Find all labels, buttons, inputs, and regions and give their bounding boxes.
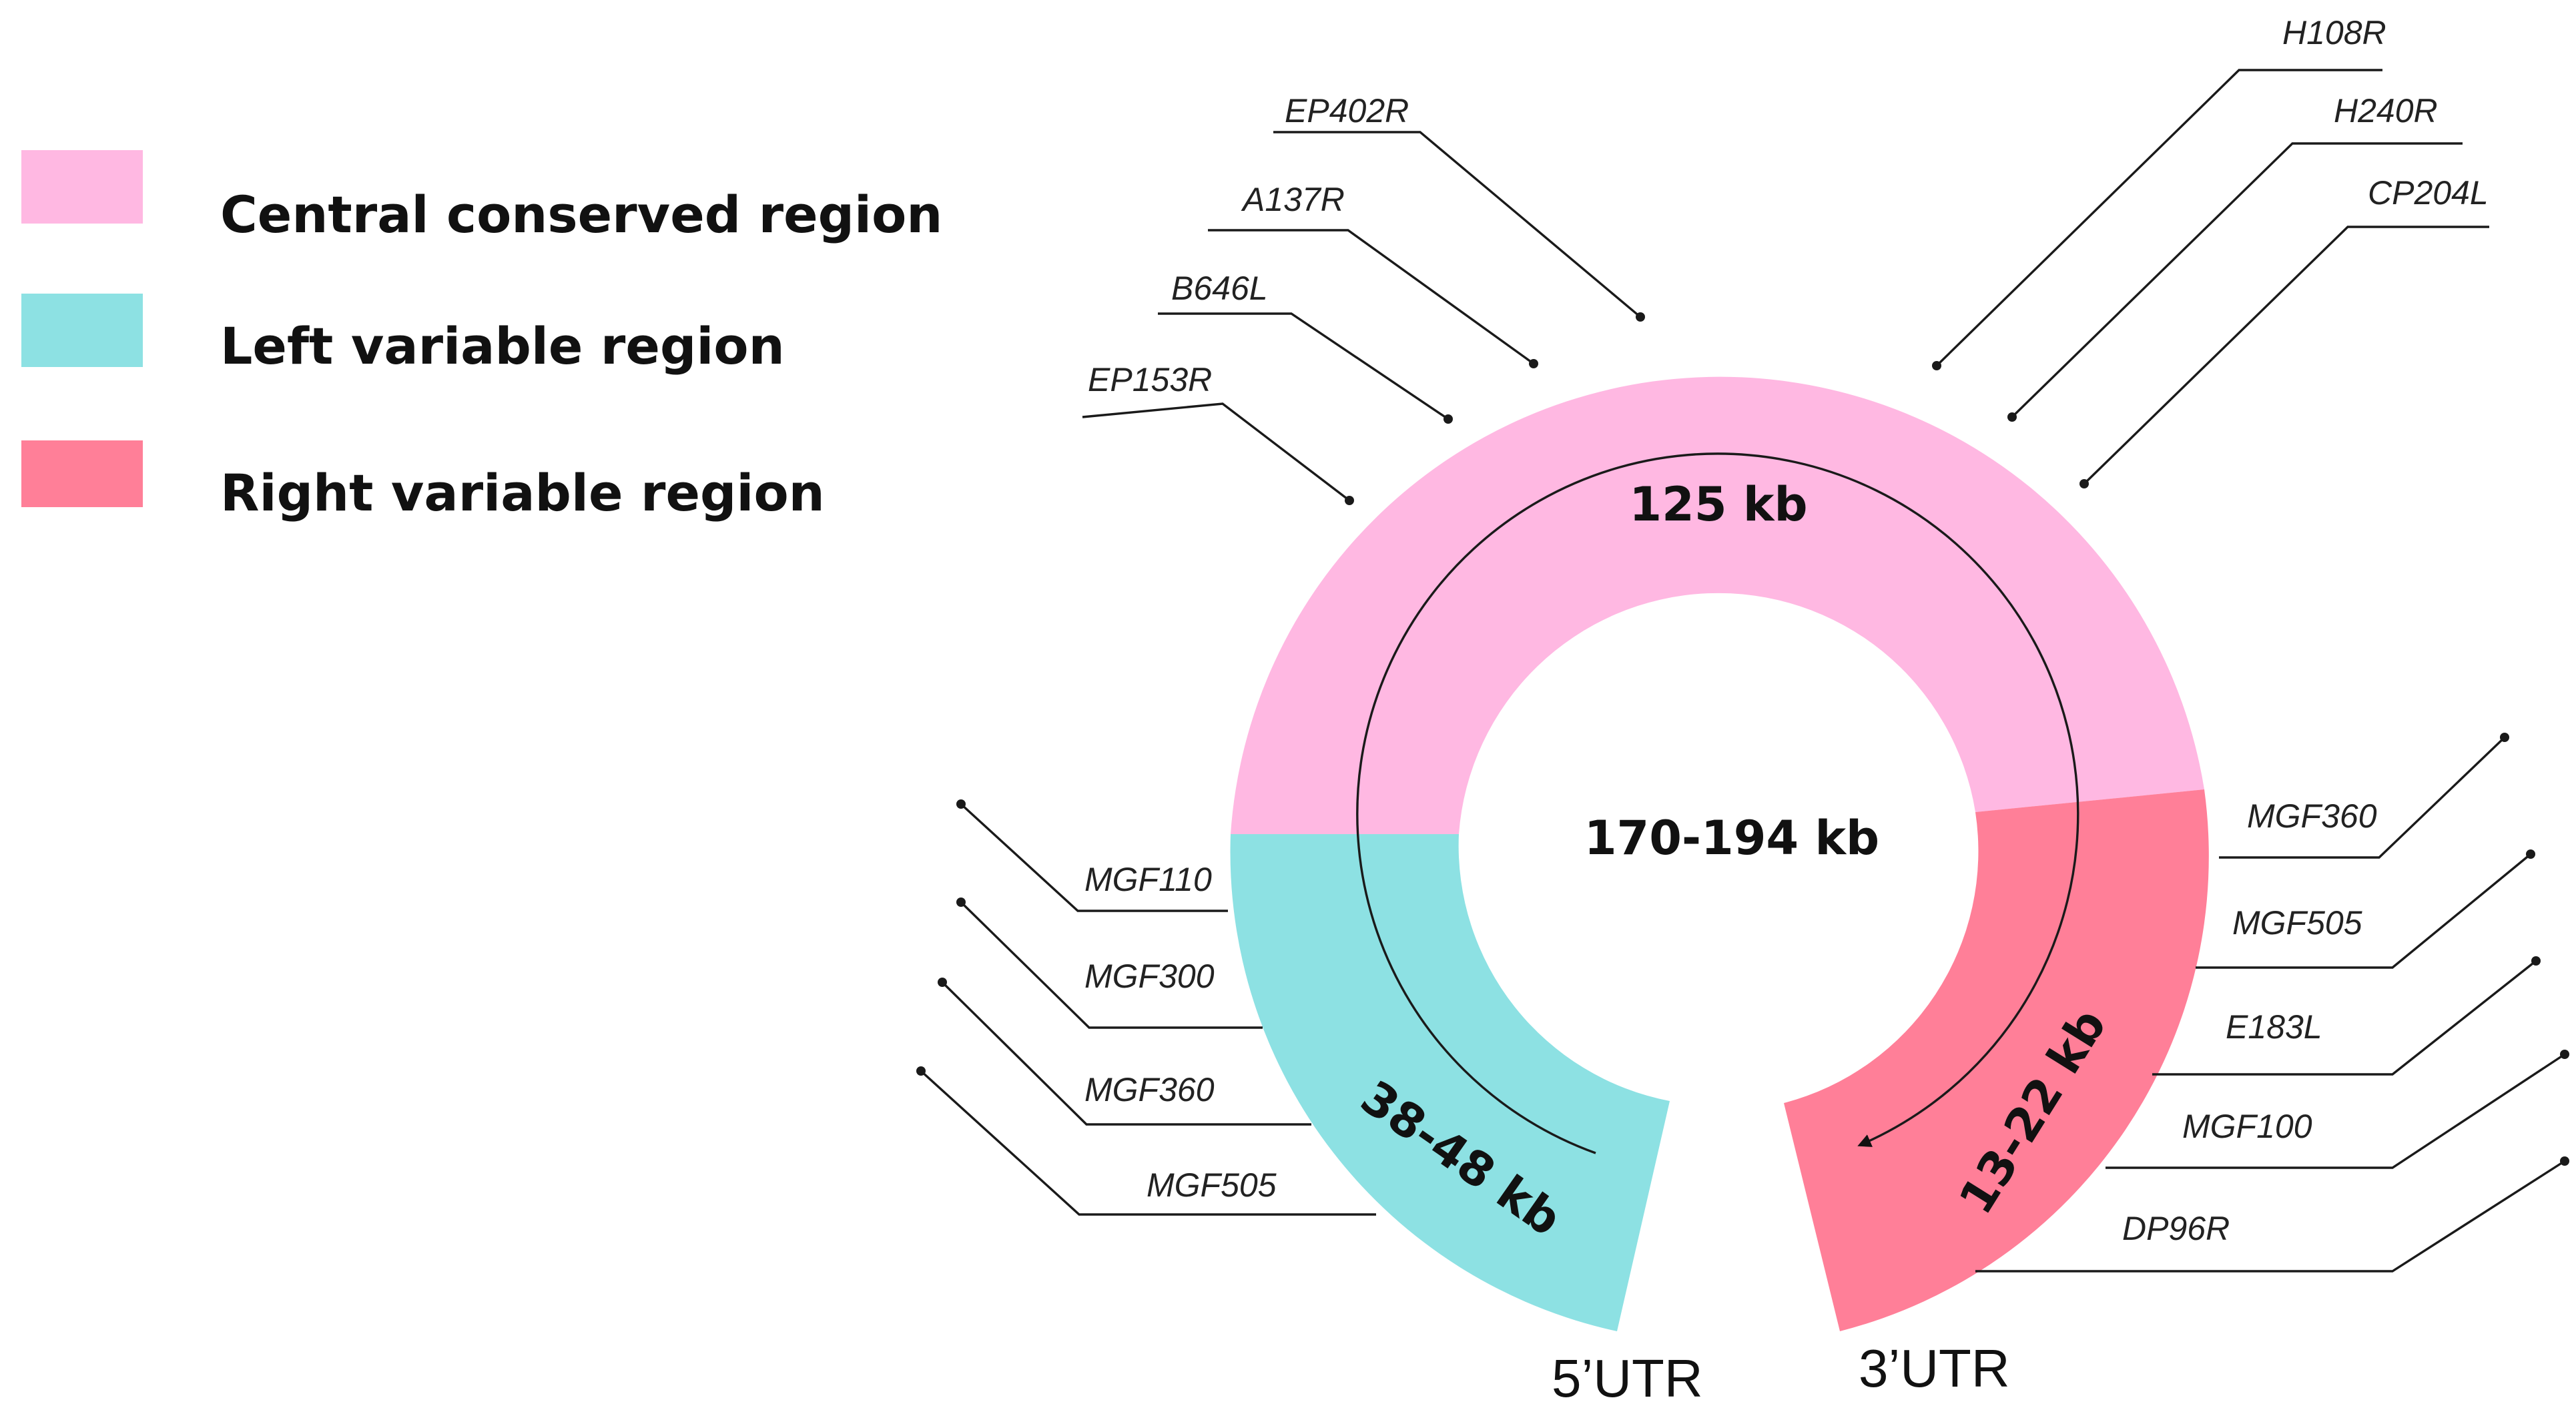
gene-marker: MGF300: [956, 898, 1263, 1029]
gene-leader-line: [2152, 960, 2537, 1076]
gene-anchor-dot: [1345, 496, 1354, 505]
gene-leader-line: [2219, 736, 2506, 859]
gene-marker: DP96R: [1975, 1156, 2569, 1273]
legend-swatch-right: [21, 440, 143, 507]
gene-leader-line: [1082, 402, 1351, 502]
gene-anchor-dot: [1443, 414, 1453, 424]
legend-label-central: Central conserved region: [220, 185, 942, 244]
left-variable-genes: MGF110 MGF300 MGF360 MGF505: [916, 799, 1376, 1216]
gene-marker: MGF505: [916, 1066, 1376, 1216]
gene-leader-line: [1158, 312, 1449, 420]
gene-marker: MGF110: [956, 799, 1228, 912]
gene-label: MGF300: [1084, 958, 1215, 995]
three-prime-utr-label: 3’UTR: [1859, 1339, 2010, 1398]
gene-marker: CP204L: [2079, 174, 2489, 488]
legend-swatch-left: [21, 294, 143, 367]
gene-anchor-dot: [1529, 359, 1538, 368]
gene-label: MGF360: [2247, 797, 2377, 835]
legend-item-central: Central conserved region: [21, 150, 942, 244]
gene-anchor-dot: [1636, 312, 1645, 322]
gene-label: B646L: [1171, 270, 1268, 307]
gene-marker: A137R: [1208, 181, 1538, 368]
gene-marker: MGF505: [2196, 849, 2535, 969]
gene-marker: MGF360: [2219, 733, 2509, 859]
gene-leader-line: [1975, 1160, 2565, 1273]
gene-leader-line: [960, 901, 1263, 1029]
gene-label: EP402R: [1285, 92, 1409, 129]
legend-item-right: Right variable region: [21, 440, 825, 522]
gene-marker: EP402R: [1273, 92, 1645, 322]
gene-anchor-dot: [956, 898, 966, 907]
gene-anchor-dot: [2007, 412, 2017, 422]
legend-label-left: Left variable region: [220, 316, 785, 376]
gene-label: MGF100: [2182, 1108, 2312, 1145]
gene-anchor-dot: [2079, 479, 2089, 488]
gene-leader-line: [2106, 1053, 2565, 1169]
gene-label: E183L: [2226, 1008, 2322, 1046]
gene-leader-line: [1273, 131, 1642, 318]
gene-anchor-dot: [2560, 1156, 2569, 1166]
gene-label: MGF505: [2232, 904, 2362, 942]
legend: Central conserved region Left variable r…: [21, 150, 942, 522]
gene-anchor-dot: [916, 1066, 926, 1076]
central-right-genes: H108R H240R CP204L: [1932, 14, 2489, 488]
legend-swatch-central: [21, 150, 143, 224]
gene-marker: H108R: [1932, 14, 2386, 370]
gene-leader-line: [1935, 69, 2382, 367]
gene-anchor-dot: [2560, 1050, 2569, 1059]
right-variable-segment: [1784, 789, 2209, 1331]
gene-marker: E183L: [2152, 956, 2541, 1076]
gene-leader-line: [2196, 853, 2532, 969]
gene-label: H240R: [2334, 92, 2438, 129]
central-left-genes: EP402R A137R B646L EP153R: [1082, 92, 1645, 505]
gene-leader-line: [2083, 226, 2489, 485]
gene-marker: H240R: [2007, 92, 2463, 422]
genome-direction-arc: [1356, 452, 2079, 1154]
gene-marker: MGF100: [2106, 1050, 2569, 1169]
gene-anchor-dot: [2500, 733, 2509, 742]
genome-size-label: 170-194 kb: [1584, 811, 1879, 865]
gene-anchor-dot: [956, 799, 966, 809]
gene-leader-line: [960, 803, 1228, 912]
gene-label: MGF110: [1084, 861, 1212, 898]
gene-label: CP204L: [2368, 174, 2489, 212]
gene-anchor-dot: [1932, 361, 1941, 370]
genome-ring: [1230, 376, 2209, 1331]
gene-label: DP96R: [2122, 1210, 2230, 1247]
gene-anchor-dot: [938, 978, 947, 987]
gene-label: MGF505: [1147, 1166, 1277, 1204]
gene-leader-line: [941, 981, 1311, 1126]
gene-leader-line: [920, 1070, 1376, 1216]
gene-label: A137R: [1241, 181, 1345, 218]
gene-marker: MGF360: [938, 978, 1311, 1126]
gene-marker: EP153R: [1082, 361, 1354, 505]
central-conserved-segment: [1231, 376, 2204, 834]
gene-marker: B646L: [1158, 270, 1453, 424]
right-variable-genes: MGF360 MGF505 E183L MGF100 DP96R: [1975, 733, 2569, 1273]
central-region-size-label: 125 kb: [1629, 477, 1807, 532]
gene-label: H108R: [2282, 14, 2386, 51]
gene-leader-line: [2011, 142, 2463, 418]
gene-anchor-dot: [2526, 849, 2535, 859]
five-prime-utr-label: 5’UTR: [1552, 1349, 1703, 1408]
gene-label: MGF360: [1084, 1071, 1215, 1108]
left-variable-segment: [1230, 834, 1670, 1331]
gene-leader-line: [1208, 229, 1534, 365]
gene-anchor-dot: [2531, 956, 2541, 966]
gene-label: EP153R: [1088, 361, 1212, 398]
legend-item-left: Left variable region: [21, 294, 785, 376]
legend-label-right: Right variable region: [220, 463, 825, 522]
